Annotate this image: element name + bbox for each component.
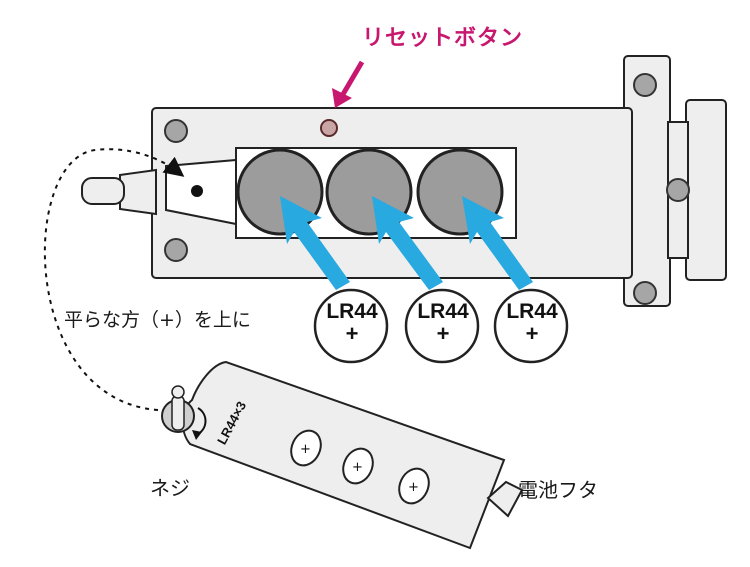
svg-text:+: +	[300, 442, 311, 457]
battery-polarity: +	[345, 321, 359, 346]
battery-polarity: +	[525, 321, 539, 346]
battery-type: LR44	[326, 300, 378, 323]
cover-coin-icons	[290, 429, 430, 505]
battery-type: LR44	[417, 300, 469, 323]
reset-pointer-arrow	[332, 60, 365, 108]
battery-2-label: LR44 +	[407, 301, 479, 345]
insertion-arrows	[280, 196, 533, 290]
dashed-assembly-arrow	[43, 148, 185, 411]
contact-dot	[191, 185, 203, 197]
battery-1-label: LR44 +	[316, 301, 388, 345]
svg-text:+: +	[352, 460, 363, 475]
battery-polarity: +	[436, 321, 450, 346]
flat-side-up-label: 平らな方（+）を上に	[64, 309, 251, 331]
battery-badge	[313, 288, 389, 364]
screw-icon[interactable]	[161, 385, 207, 440]
battery-3-label: LR44 +	[496, 301, 568, 345]
reset-button-label: リセットボタン	[362, 26, 524, 51]
installed-coin-cells	[236, 148, 504, 236]
battery-cover: + + +	[181, 360, 524, 550]
battery-badges	[313, 288, 569, 364]
screw-label: ネジ	[150, 476, 190, 500]
battery-type: LR44	[506, 300, 558, 323]
svg-text:+: +	[408, 480, 419, 495]
battery-badge	[404, 288, 480, 364]
battery-badge	[493, 288, 569, 364]
reset-button[interactable]	[320, 119, 338, 137]
battery-cover-label: 電池フタ	[518, 478, 598, 502]
